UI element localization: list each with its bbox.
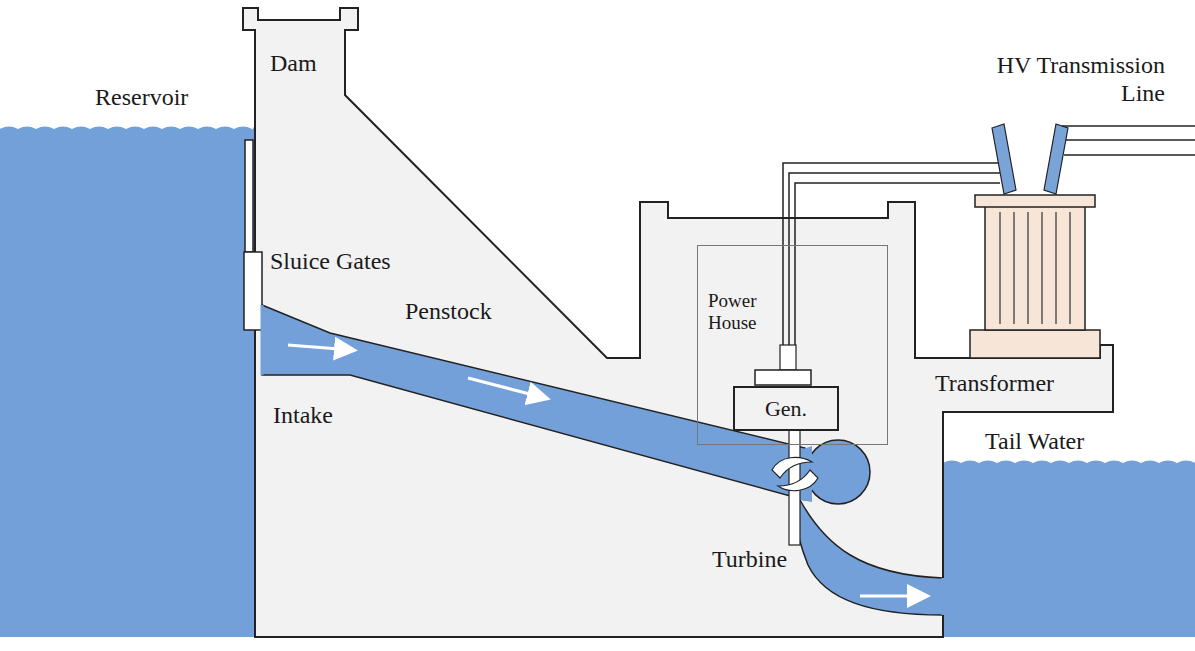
cooling-fins — [1000, 212, 1070, 324]
fin — [1027, 212, 1029, 324]
transformer-label: Transformer — [935, 370, 1054, 398]
flow-arrow — [860, 595, 925, 598]
sluice-gates-label: Sluice Gates — [270, 248, 391, 276]
hv-line — [1064, 154, 1195, 156]
spiral-casing — [806, 440, 870, 504]
penstock — [262, 305, 805, 500]
hv-line — [1066, 139, 1195, 141]
runner-blade — [778, 470, 818, 491]
intake-opening — [261, 305, 264, 375]
intake-label: Intake — [273, 402, 333, 430]
fin — [999, 212, 1001, 324]
gate-rail — [245, 140, 253, 252]
bushing — [1044, 124, 1068, 194]
flow-arrow — [468, 378, 545, 398]
tail-water-label: Tail Water — [985, 428, 1084, 456]
turbine-label: Turbine — [712, 546, 787, 574]
water-wave — [0, 126, 255, 129]
reservoir-water — [0, 126, 255, 638]
transformer-cap — [975, 195, 1095, 207]
draft-tube — [792, 500, 943, 615]
reservoir-label: Reservoir — [95, 84, 188, 112]
exciter — [755, 370, 811, 385]
dam-label: Dam — [270, 50, 317, 78]
flow-arrow — [288, 345, 352, 350]
wire — [795, 183, 1000, 345]
transformer-base — [970, 330, 1100, 358]
tube-outlet — [942, 578, 945, 615]
wire — [789, 173, 1000, 345]
transmission-line-label: HV Transmission Line — [965, 52, 1165, 107]
dam-body — [243, 8, 1113, 637]
water-wave — [943, 460, 1195, 463]
penstock-label: Penstock — [405, 298, 492, 326]
node-text: Gen. — [765, 396, 807, 421]
generator-box: Gen. — [733, 386, 839, 431]
fin — [1055, 212, 1057, 324]
generator-shaft — [780, 345, 796, 370]
fin — [1041, 212, 1043, 324]
bushing — [992, 124, 1016, 194]
transformer-body — [985, 205, 1085, 330]
sluice-gate — [244, 252, 262, 330]
node-text: Power House — [708, 290, 770, 334]
hv-line — [1062, 125, 1195, 127]
fin — [1069, 212, 1071, 324]
power-house-box: Power HouseGen. — [697, 245, 888, 445]
tail-water — [943, 460, 1195, 638]
wire — [783, 163, 1000, 345]
fin — [1013, 212, 1015, 324]
